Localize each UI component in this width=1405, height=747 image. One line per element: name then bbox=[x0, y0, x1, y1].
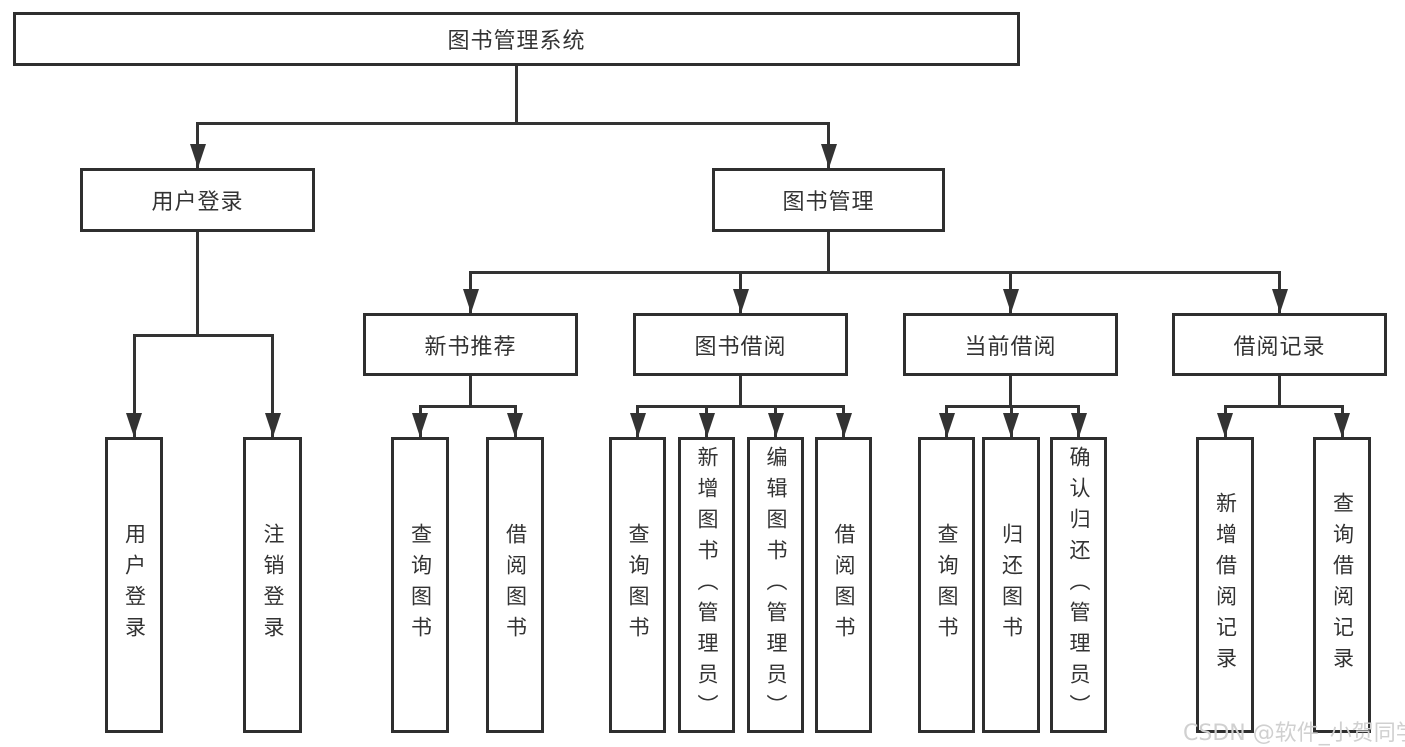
node-label: 查询图书 bbox=[408, 523, 433, 647]
node-cb-confirm-return: 确认归还（管理员） bbox=[1050, 437, 1107, 733]
node-br-add-record: 新增借阅记录 bbox=[1196, 437, 1254, 733]
node-bb-query-books: 查询图书 bbox=[609, 437, 666, 733]
node-label: 新增图书（管理员） bbox=[695, 445, 719, 725]
node-label: 确认归还（管理员） bbox=[1067, 445, 1091, 725]
node-user-login: 用户登录 bbox=[80, 168, 315, 232]
connector-line bbox=[469, 270, 1281, 274]
connector-line bbox=[469, 376, 472, 408]
arrow-down-icon bbox=[1334, 413, 1350, 437]
arrow-down-icon bbox=[1217, 413, 1233, 437]
node-borrow-records: 借阅记录 bbox=[1172, 313, 1387, 376]
node-book-mgmt: 图书管理 bbox=[712, 168, 945, 232]
connector-line bbox=[418, 404, 517, 408]
watermark: CSDN @软件_小贺同学 bbox=[1183, 721, 1405, 746]
connector-line bbox=[132, 333, 274, 337]
node-current-borrow: 当前借阅 bbox=[903, 313, 1118, 376]
node-label: 查询图书 bbox=[626, 523, 650, 647]
node-label: 当前借阅 bbox=[964, 334, 1057, 360]
connector-line bbox=[739, 376, 742, 408]
node-rec-query-books: 查询图书 bbox=[391, 437, 449, 733]
node-label: 图书借阅 bbox=[694, 334, 787, 360]
arrow-down-icon bbox=[189, 144, 206, 168]
node-br-query-record: 查询借阅记录 bbox=[1313, 437, 1371, 733]
node-label: 注销登录 bbox=[261, 523, 285, 647]
node-label: 新增借阅记录 bbox=[1213, 492, 1238, 678]
arrow-down-icon bbox=[820, 144, 837, 168]
node-label: 图书管理系统 bbox=[447, 29, 586, 54]
node-logout: 注销登录 bbox=[243, 437, 302, 733]
connector-line bbox=[1223, 404, 1344, 408]
arrow-down-icon bbox=[938, 413, 955, 437]
arrow-down-icon bbox=[767, 413, 784, 437]
connector-line bbox=[132, 335, 136, 437]
connector-line bbox=[196, 121, 830, 125]
arrow-down-icon bbox=[835, 413, 852, 437]
node-label: 借阅记录 bbox=[1233, 334, 1326, 360]
connector-line bbox=[945, 404, 1080, 408]
node-label: 查询借阅记录 bbox=[1330, 492, 1355, 678]
connector-line bbox=[515, 66, 518, 125]
node-root: 图书管理系统 bbox=[13, 12, 1020, 66]
node-book-borrow: 图书借阅 bbox=[633, 313, 848, 376]
node-login: 用户登录 bbox=[105, 437, 163, 733]
node-label: 查询图书 bbox=[935, 523, 959, 647]
node-new-book-rec: 新书推荐 bbox=[363, 313, 578, 376]
arrow-down-icon bbox=[412, 413, 428, 437]
connector-line bbox=[196, 232, 199, 337]
arrow-down-icon bbox=[1271, 289, 1288, 313]
arrow-down-icon bbox=[629, 413, 646, 437]
connector-line bbox=[1278, 376, 1281, 408]
arrow-down-icon bbox=[507, 413, 523, 437]
node-label: 图书管理 bbox=[782, 190, 875, 215]
arrow-down-icon bbox=[126, 413, 142, 437]
node-label: 用户登录 bbox=[151, 190, 244, 215]
node-label: 借阅图书 bbox=[503, 523, 528, 647]
arrow-down-icon bbox=[1003, 413, 1019, 437]
connector-line bbox=[1009, 376, 1012, 408]
node-cb-query-books: 查询图书 bbox=[918, 437, 975, 733]
node-cb-return-books: 归还图书 bbox=[982, 437, 1040, 733]
node-label: 借阅图书 bbox=[832, 523, 856, 647]
arrow-down-icon bbox=[732, 289, 749, 313]
arrow-down-icon bbox=[1070, 413, 1087, 437]
arrow-down-icon bbox=[1002, 289, 1019, 313]
arrow-down-icon bbox=[462, 289, 479, 313]
node-bb-edit-books: 编辑图书（管理员） bbox=[747, 437, 804, 733]
node-rec-borrow-books: 借阅图书 bbox=[486, 437, 544, 733]
arrow-down-icon bbox=[698, 413, 715, 437]
node-label: 归还图书 bbox=[999, 523, 1024, 647]
arrow-down-icon bbox=[264, 413, 281, 437]
node-label: 用户登录 bbox=[122, 523, 147, 647]
node-label: 新书推荐 bbox=[424, 334, 517, 360]
node-bb-add-books: 新增图书（管理员） bbox=[678, 437, 735, 733]
node-label: 编辑图书（管理员） bbox=[764, 445, 788, 725]
connector-line bbox=[636, 404, 845, 408]
connector-line bbox=[271, 335, 274, 437]
connector-line bbox=[827, 232, 830, 274]
node-bb-borrow-books: 借阅图书 bbox=[815, 437, 872, 733]
